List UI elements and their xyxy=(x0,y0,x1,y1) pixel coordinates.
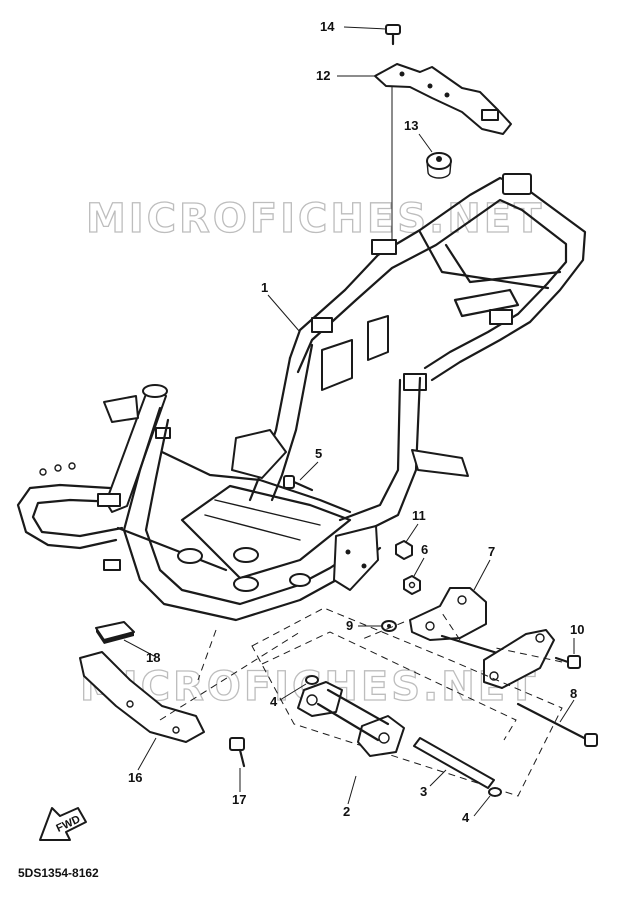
main-frame-1 xyxy=(16,173,587,622)
reference-code: 5DS1354-8162 xyxy=(18,866,99,880)
callout-16: 16 xyxy=(128,770,142,785)
callout-9: 9 xyxy=(346,618,353,633)
callout-11: 11 xyxy=(412,508,426,523)
watermark-top: MICROFICHES.NET xyxy=(86,196,544,242)
callout-10: 10 xyxy=(570,622,584,637)
callout-8: 8 xyxy=(570,686,577,701)
washer-9 xyxy=(381,620,397,632)
callout-17: 17 xyxy=(232,792,246,807)
pad-18 xyxy=(95,621,135,644)
engine-bracket-7 xyxy=(409,587,555,689)
damper-13 xyxy=(426,152,452,179)
nut-11 xyxy=(395,540,413,560)
callout-18: 18 xyxy=(146,650,160,665)
callout-1: 1 xyxy=(261,280,268,295)
callout-12: 12 xyxy=(316,68,330,83)
bracket-12 xyxy=(374,63,512,135)
bolt-5 xyxy=(283,475,314,492)
long-bolt-8 xyxy=(516,702,598,747)
nut-6 xyxy=(403,575,421,595)
lower-bracket-16 xyxy=(79,651,205,743)
fwd-arrow-icon: FWD xyxy=(39,807,87,841)
callout-3: 3 xyxy=(420,784,427,799)
callout-7: 7 xyxy=(488,544,495,559)
callout-4b: 4 xyxy=(462,810,470,825)
callout-14: 14 xyxy=(320,19,335,34)
bolt-17 xyxy=(229,737,246,768)
bolt-10 xyxy=(554,655,581,669)
callout-6: 6 xyxy=(421,542,428,557)
callout-2: 2 xyxy=(343,804,350,819)
callout-4a: 4 xyxy=(270,694,278,709)
callout-5: 5 xyxy=(315,446,322,461)
bolt-14 xyxy=(385,24,401,46)
callout-13: 13 xyxy=(404,118,418,133)
engine-link-assembly-2 xyxy=(251,607,563,797)
